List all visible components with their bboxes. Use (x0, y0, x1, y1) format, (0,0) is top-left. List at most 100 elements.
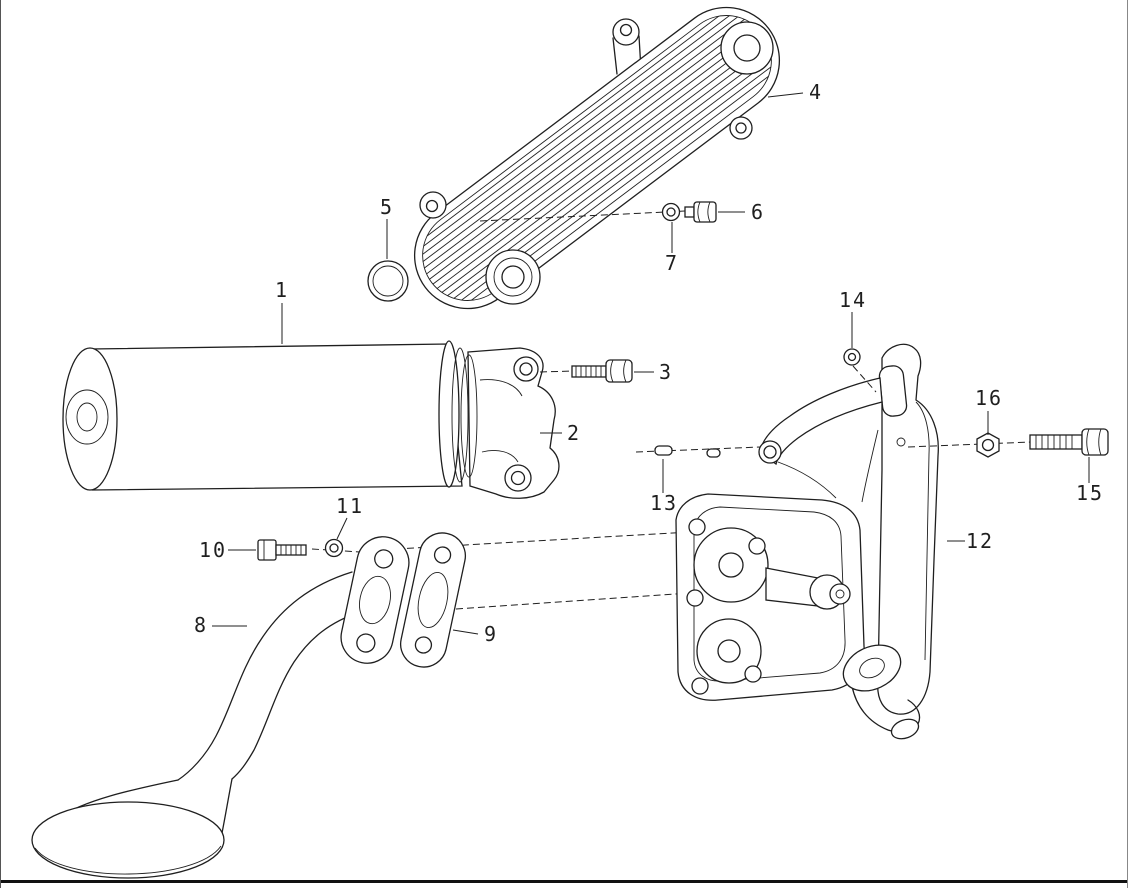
cooler-body (409, 2, 784, 312)
gasket-plate (399, 532, 467, 668)
washer7-inner (666, 207, 676, 217)
filter-cap-ring-inner (76, 402, 98, 432)
bracket-detail-2 (481, 450, 519, 463)
nut16-hole (981, 438, 995, 452)
part-bolt-10 (257, 539, 307, 561)
pump-face-bolt-1 (688, 518, 706, 536)
part-oil-cooler (409, 2, 784, 312)
bolt10-head (257, 539, 277, 561)
cooler-port-bottom-hole (501, 265, 525, 289)
part-label-9: 9 (484, 622, 498, 646)
cooler-left-ear-hole (425, 199, 439, 213)
gasket-hole-bottom (414, 636, 433, 654)
part-filter-bracket (467, 347, 560, 499)
pump-outlet-flange (842, 644, 902, 692)
cooler-ear-stem (612, 37, 618, 75)
outlet-flange-hole (859, 657, 885, 679)
pump-shaft-end (829, 583, 851, 605)
pump-shaft-center (835, 589, 845, 599)
pump-face-bolt-4 (691, 677, 709, 695)
pipe-flange (340, 536, 410, 664)
bolt3-head (605, 359, 633, 383)
part-plug-6 (684, 201, 717, 223)
oring-outer (367, 260, 409, 302)
part-label-7: 7 (665, 251, 679, 275)
filter-ring-2 (460, 354, 478, 478)
washer11-inner (329, 543, 339, 553)
part-label-8: 8 (194, 613, 208, 637)
gasket-opening (417, 572, 449, 628)
pump-web-curve-1 (777, 461, 837, 499)
bolt3-threads (575, 366, 602, 377)
pump-mount-arm (759, 377, 883, 466)
pump-plate-hole (896, 437, 906, 447)
axis-line-washer14 (852, 365, 877, 393)
pump-back-plate (877, 343, 939, 715)
part-washer-14 (843, 348, 861, 366)
pump-gear-shaft-top (718, 552, 744, 578)
bell-mouth-lip (34, 845, 222, 875)
washer14-inner (847, 352, 857, 362)
flange-opening (359, 575, 391, 625)
filter-cap-ring-outer (65, 389, 109, 445)
leader-lines (212, 92, 1090, 635)
cooler-right-ear-hole (735, 122, 747, 134)
part-oring-5 (367, 260, 409, 302)
cooler-port-top-hole (733, 34, 761, 62)
flange-hole-bottom (356, 633, 376, 653)
part-label-16: 16 (975, 386, 1003, 410)
part-label-10: 10 (199, 538, 227, 562)
part-label-14: 14 (839, 288, 867, 312)
flange-plate (340, 536, 410, 664)
part-pin-13 (654, 445, 721, 458)
cooler-port-bottom-ring (493, 257, 533, 297)
leader-line-4 (767, 92, 804, 98)
part-bolt-3 (571, 359, 633, 383)
pipe-outer-edge (177, 571, 353, 781)
leader-line-11 (336, 517, 348, 540)
pump-face-bolt-3 (686, 589, 704, 607)
part-nut-16 (976, 432, 1000, 458)
axis-line-plug (479, 210, 687, 222)
oring-inner (372, 265, 404, 297)
part-gasket (399, 532, 467, 668)
bracket-top-lug-hole (519, 362, 533, 376)
cooler-outline (413, 6, 781, 310)
filter-seam (438, 340, 460, 488)
plug6-tip (684, 206, 695, 218)
bolt15-head-facets (1086, 428, 1102, 456)
part-label-11: 11 (336, 494, 364, 518)
pump-plate-slot (878, 365, 908, 417)
leader-line-9 (452, 629, 479, 635)
part-bolt-15 (1029, 428, 1109, 456)
pin13-a (654, 445, 673, 456)
cooler-plate-stack (409, 2, 784, 312)
part-washer-11 (324, 538, 344, 558)
bolt15-threads (1035, 435, 1073, 449)
part-label-13: 13 (650, 491, 678, 515)
part-label-1: 1 (275, 278, 289, 302)
part-oil-pump (675, 343, 939, 740)
part-label-6: 6 (751, 200, 765, 224)
pump-face-contour (693, 506, 846, 682)
filter-end-cap (62, 347, 118, 491)
bracket-body (467, 347, 560, 499)
part-oil-filter (62, 340, 478, 491)
gasket-hole-top (433, 546, 452, 564)
pump-face-bolt-2 (748, 537, 766, 555)
part-label-12: 12 (966, 529, 994, 553)
pump-outlet-end (890, 718, 920, 740)
flange-hole-top (374, 549, 394, 569)
part-washer-7 (661, 202, 681, 222)
plug6-head (693, 201, 717, 223)
bracket-detail-1 (479, 379, 523, 397)
bracket-bottom-lug-hole (510, 470, 526, 486)
pump-gear-shaft-bottom (717, 639, 741, 663)
bolt15-head (1081, 428, 1109, 456)
part-suction-pipe (31, 571, 361, 879)
part-label-3: 3 (659, 360, 673, 384)
bell-right-edge (221, 778, 233, 834)
bolt3-head-facets (610, 359, 627, 383)
pump-web-curve-2 (861, 429, 879, 503)
